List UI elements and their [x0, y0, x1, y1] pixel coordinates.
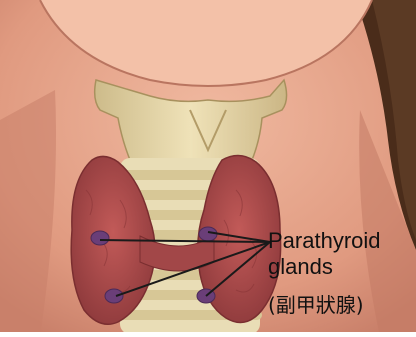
parathyroid-upper-left	[91, 231, 109, 245]
label-glands: glands	[268, 254, 414, 280]
label-parathyroid: Parathyroid	[268, 228, 414, 254]
parathyroid-lower-left	[105, 289, 123, 303]
label-chinese: (副甲狀腺)	[268, 292, 414, 318]
parathyroid-label: Parathyroid glands (副甲狀腺)	[268, 228, 414, 318]
